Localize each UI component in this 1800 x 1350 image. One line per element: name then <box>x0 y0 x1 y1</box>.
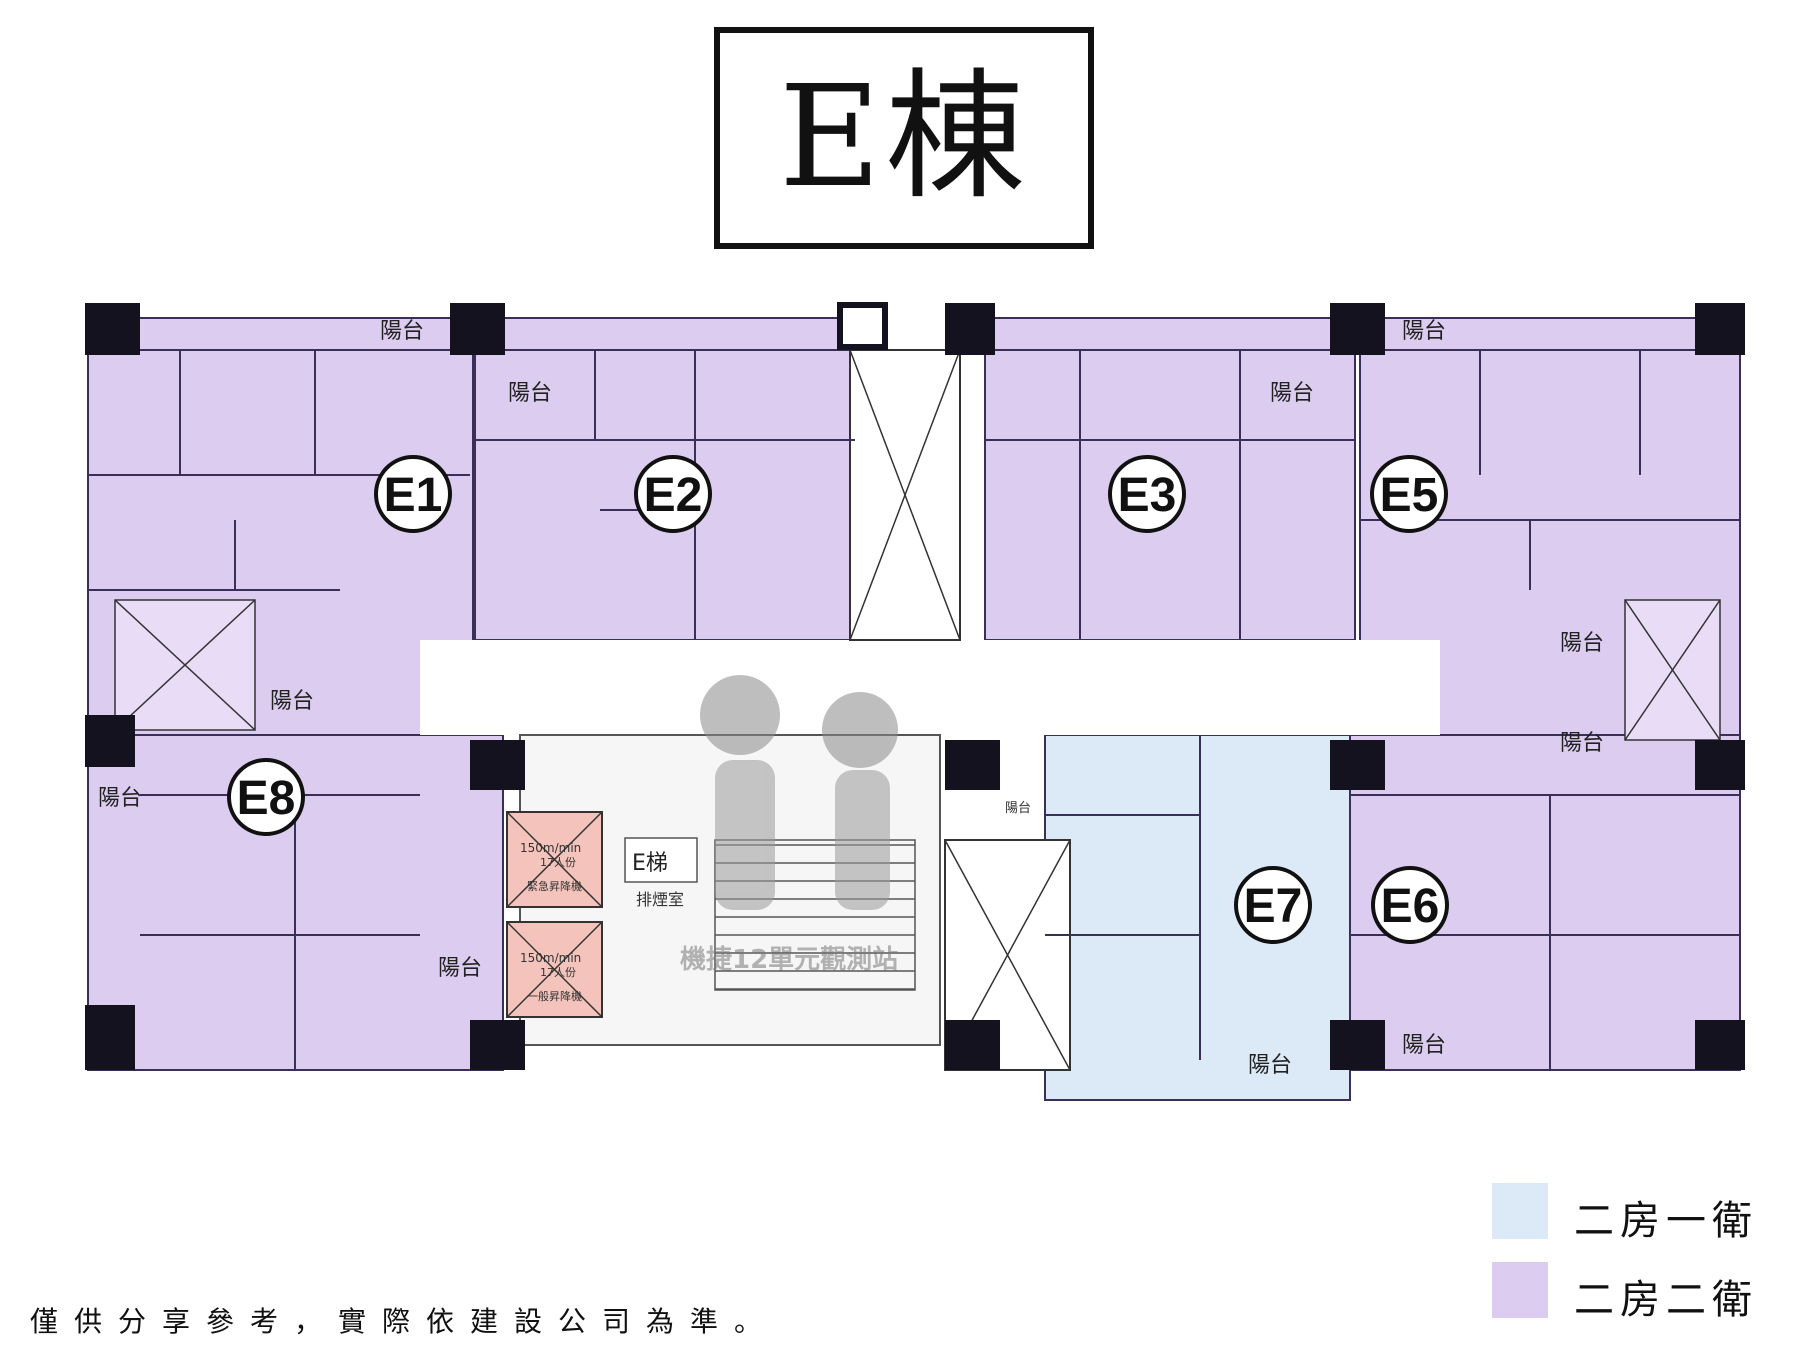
column <box>945 740 1000 790</box>
balcony-label: 陽台 <box>98 786 142 811</box>
elevator-2-cross-b <box>506 921 603 1018</box>
unit-circle-e8 <box>227 758 305 836</box>
unit-label-e2: E2 <box>644 469 703 522</box>
unit-label-e3: E3 <box>1118 469 1177 522</box>
top-vent-shaft <box>837 302 888 350</box>
legend-swatch-two-bed-one-bath <box>1492 1183 1548 1239</box>
legend-swatch-two-bed-two-bath <box>1492 1262 1548 1318</box>
balcony-label: 陽台 <box>438 956 482 981</box>
unit-circle-e2 <box>634 455 712 533</box>
balcony-label: 陽台 <box>1560 731 1604 756</box>
core-labels: E梯 排煙室 150m/min 17人份 緊急昇降機 150m/min 17人份… <box>520 837 698 1003</box>
watermark: 機捷12單元觀測站 <box>680 675 898 975</box>
watermark-figure-head <box>822 692 898 768</box>
unit-circle-e7 <box>1234 866 1312 944</box>
balcony-label: 陽台 <box>1402 1033 1446 1058</box>
shaft-left-cross-b <box>114 599 256 731</box>
unit-labels: E1 E2 E3 E5 E8 E7 E6 <box>227 455 1449 944</box>
unit-label-e1: E1 <box>384 469 443 522</box>
watermark-figure-body <box>715 760 775 910</box>
building-title: E棟 <box>778 56 1030 219</box>
disclaimer: 僅供分享參考，實際依建設公司為準。 <box>30 1305 779 1338</box>
shaft-right-cross-b <box>1624 599 1721 741</box>
watermark-figure-head <box>700 675 780 755</box>
column <box>470 1020 525 1070</box>
balcony-label: 陽台 <box>1560 631 1604 656</box>
legend-label-two-bed-one-bath: 二房一衛 <box>1574 1198 1758 1244</box>
smoke-room-label: 排煙室 <box>636 890 684 909</box>
column <box>1330 303 1385 355</box>
title-box: E棟 <box>714 27 1094 249</box>
balcony-label: 陽台 <box>1402 319 1446 344</box>
legend-label-two-bed-two-bath: 二房二衛 <box>1574 1277 1758 1323</box>
elevator-2-note: 一般昇降機 <box>527 989 582 1003</box>
column <box>945 303 995 355</box>
stair-label-box <box>624 837 698 883</box>
column <box>1330 740 1385 790</box>
unit-label-e8: E8 <box>237 772 296 825</box>
shaft-top-cross-b <box>849 349 961 641</box>
column <box>1695 303 1745 355</box>
balcony-label: 陽台 <box>380 319 424 344</box>
column <box>1330 1020 1385 1070</box>
structural-columns <box>85 303 1745 1070</box>
balcony-label: 陽台 <box>1248 1053 1292 1078</box>
stair-label: E梯 <box>632 851 668 876</box>
watermark-figure-body <box>835 770 890 910</box>
column <box>85 715 135 767</box>
unit-label-e6: E6 <box>1381 880 1440 933</box>
unit-circle-e3 <box>1108 455 1186 533</box>
column <box>1695 1020 1745 1070</box>
elevator-2-speed: 150m/min <box>520 951 581 965</box>
unit-circle-e6 <box>1371 866 1449 944</box>
corridor <box>420 640 1440 735</box>
unit-circle-e5 <box>1370 455 1448 533</box>
interior-walls <box>88 350 1740 1070</box>
balcony-label: 陽台 <box>1270 381 1314 406</box>
column <box>945 1020 1000 1070</box>
unit-label-e5: E5 <box>1380 469 1439 522</box>
elevator-2-capacity: 17人份 <box>540 966 576 979</box>
balcony-label: 陽台 <box>508 381 552 406</box>
column <box>1695 740 1745 790</box>
unit-label-e7: E7 <box>1244 880 1303 933</box>
column <box>85 303 140 355</box>
balcony-labels: 陽台 陽台 陽台 陽台 陽台 陽台 陽台 陽台 陽台 陽台 陽台 陽台 <box>98 319 1604 1078</box>
column <box>85 1005 135 1070</box>
balcony-label: 陽台 <box>270 689 314 714</box>
elevator-1-note: 緊急昇降機 <box>527 879 582 893</box>
unit-circle-e1 <box>374 455 452 533</box>
column <box>470 740 525 790</box>
balcony-label: 陽台 <box>1005 801 1031 816</box>
elevator-1-speed: 150m/min <box>520 841 581 855</box>
column <box>450 303 505 355</box>
watermark-text: 機捷12單元觀測站 <box>680 945 898 975</box>
elevator-1-cross-b <box>506 811 603 908</box>
elevator-1-capacity: 17人份 <box>540 856 576 869</box>
